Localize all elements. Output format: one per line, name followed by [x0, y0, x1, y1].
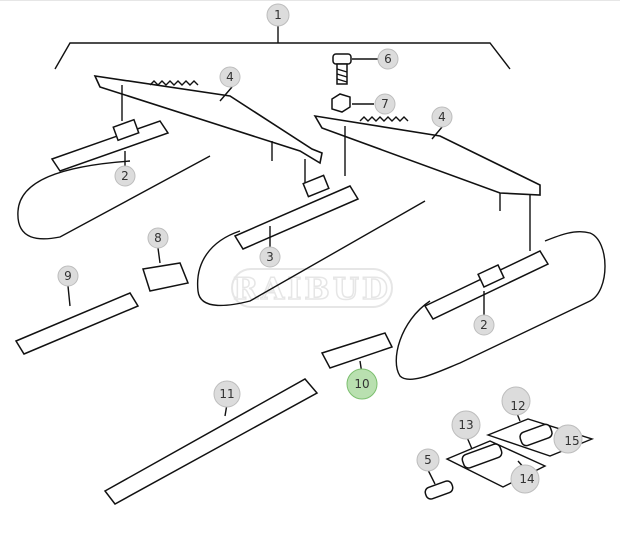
svg-text:8: 8: [154, 231, 162, 245]
repair-kit-12: [485, 418, 595, 457]
svg-text:2: 2: [121, 169, 129, 183]
callout-9[interactable]: 9: [57, 265, 79, 287]
nut: [331, 93, 351, 113]
svg-text:14: 14: [519, 472, 534, 486]
bolt: [332, 53, 352, 85]
callout-12[interactable]: 12: [501, 386, 531, 416]
svg-text:6: 6: [384, 52, 392, 66]
callout-14[interactable]: 14: [510, 464, 540, 494]
chain-loop-right: [395, 231, 606, 381]
chain-loop-left: [17, 155, 211, 240]
svg-text:3: 3: [266, 250, 274, 264]
watermark-logo: RAIBUD: [231, 268, 393, 308]
knife-blade-left: [93, 74, 323, 186]
callout-2-right[interactable]: 2: [473, 314, 495, 336]
svg-text:9: 9: [64, 269, 72, 283]
callout-2-left[interactable]: 2: [114, 165, 136, 187]
svg-text:4: 4: [226, 70, 234, 84]
repair-kit-13: [445, 440, 547, 488]
assembly-bracket: [54, 25, 511, 70]
callout-6[interactable]: 6: [377, 48, 399, 70]
svg-text:7: 7: [381, 97, 389, 111]
svg-text:2: 2: [480, 318, 488, 332]
callout-5[interactable]: 5: [416, 448, 440, 472]
connector-link-5: [424, 480, 454, 500]
callout-8[interactable]: 8: [147, 227, 169, 249]
svg-text:12: 12: [510, 399, 525, 413]
chain-section-top-left: [50, 118, 170, 172]
chain-loop-middle: [196, 200, 426, 307]
svg-text:15: 15: [564, 434, 579, 448]
svg-text:1: 1: [274, 8, 282, 22]
svg-text:11: 11: [219, 387, 234, 401]
callout-11[interactable]: 11: [213, 380, 241, 408]
callout-7[interactable]: 7: [374, 93, 396, 115]
svg-text:10: 10: [354, 377, 369, 391]
callout-10-highlighted[interactable]: 10: [346, 368, 378, 400]
callout-13[interactable]: 13: [451, 410, 481, 440]
callout-4-left[interactable]: 4: [219, 66, 241, 88]
chain-section-right: [423, 250, 550, 320]
callout-4-right[interactable]: 4: [431, 106, 453, 128]
chain-link-10: [320, 332, 394, 369]
chain-link-8: [142, 262, 190, 292]
chain-section-middle: [233, 174, 360, 250]
svg-text:5: 5: [424, 453, 432, 467]
chain-section-11: [103, 378, 319, 505]
knife-blade-right: [313, 114, 541, 251]
callout-1[interactable]: 1: [266, 3, 290, 27]
svg-text:RAIBUD: RAIBUD: [233, 272, 391, 307]
callout-15[interactable]: 15: [553, 424, 583, 454]
svg-text:13: 13: [458, 418, 473, 432]
chain-section-9: [14, 292, 140, 355]
callout-3[interactable]: 3: [259, 246, 281, 268]
svg-text:4: 4: [438, 110, 446, 124]
